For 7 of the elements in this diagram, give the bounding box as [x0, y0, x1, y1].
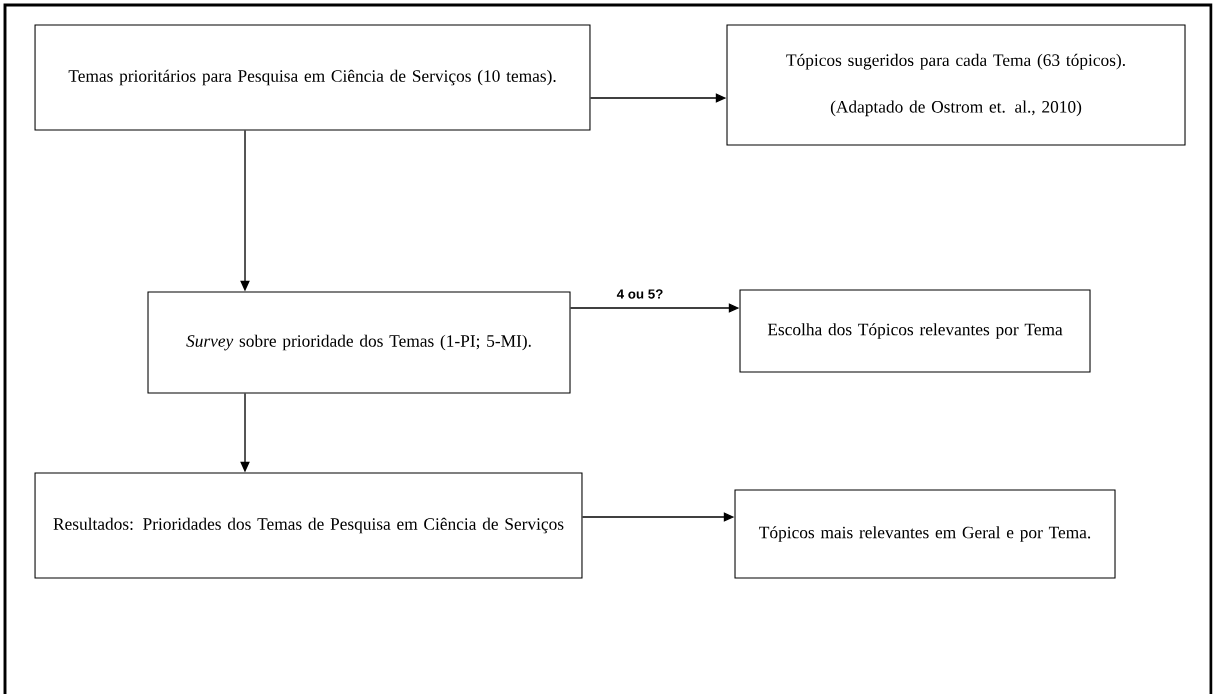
process-box: Escolha dos Tópicos relevantes por Tema [739, 289, 1091, 373]
process-box: Tópicos sugeridos para cada Tema (63 tópicos). (Adaptado de Ostrom et. al., 2010) [726, 24, 1186, 146]
edge-label: 4 ou 5? [615, 287, 665, 301]
process-box: Survey sobre prioridade dos Temas (1-PI; 5-MI). [147, 291, 571, 394]
process-box: Tópicos mais relevantes em Geral e por Tema. [734, 489, 1116, 579]
process-box: Temas prioritários para Pesquisa em Ciência de Serviços (10 temas). [34, 24, 591, 131]
process-box: Resultados: Prioridades dos Temas de Pesquisa em Ciência de Serviços [34, 472, 583, 579]
